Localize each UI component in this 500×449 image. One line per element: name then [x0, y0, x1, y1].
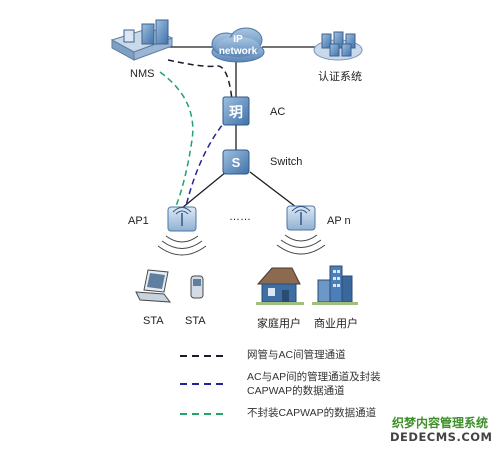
apn-radio-waves [276, 234, 326, 255]
switch-icon [222, 149, 250, 175]
nms-ac-management-tunnel [167, 59, 233, 101]
non-capwap-data-tunnel [159, 71, 194, 207]
office-buildings-icon [312, 265, 358, 305]
auth-system-label: 认证系统 [318, 71, 362, 83]
apn-label: AP n [327, 215, 351, 227]
solid-links [168, 46, 320, 209]
link-switch-apn [249, 171, 297, 208]
ac-ap-capwap-tunnel [185, 117, 229, 207]
legend-text-capwap-line1: AC与AP间的管理通道及封装 [247, 371, 381, 383]
ip-network-label-line1: IP [233, 34, 243, 45]
sta-laptop-label: STA [143, 315, 164, 327]
watermark-line1: 织梦内容管理系统 [392, 416, 489, 430]
legend-text-non-capwap: 不封装CAPWAP的数据通道 [247, 407, 377, 419]
nms-label: NMS [130, 68, 155, 80]
ap1-radio-waves [157, 235, 207, 256]
ac-label: AC [270, 106, 286, 118]
switch-label: Switch [270, 156, 303, 168]
ip-network-label-line2: network [219, 46, 258, 57]
house-icon [256, 267, 304, 305]
legend-text-capwap-line2: CAPWAP的数据通道 [247, 385, 345, 397]
home-user-label: 家庭用户 [257, 318, 301, 330]
switch-icon-glyph: S [232, 155, 241, 170]
ellipsis-label: …… [229, 211, 251, 223]
watermark-line2: DEDECMS.COM [390, 430, 493, 444]
business-user-label: 商业用户 [314, 318, 358, 330]
phone-icon [190, 275, 204, 299]
ac-icon-glyph: 玥 [229, 105, 243, 121]
ac-device-icon [222, 96, 250, 126]
nms-server-icon [110, 19, 174, 61]
laptop-icon [135, 269, 172, 303]
auth-server-icon [313, 31, 363, 61]
sta-phone-label: STA [185, 315, 206, 327]
legend-text-nms-ac: 网管与AC间管理通道 [247, 349, 346, 361]
apn-icon [286, 205, 316, 231]
ip-network-cloud-icon [211, 27, 265, 63]
ap1-label: AP1 [128, 215, 149, 227]
link-switch-ap1 [181, 171, 227, 209]
ap1-icon [167, 206, 197, 232]
